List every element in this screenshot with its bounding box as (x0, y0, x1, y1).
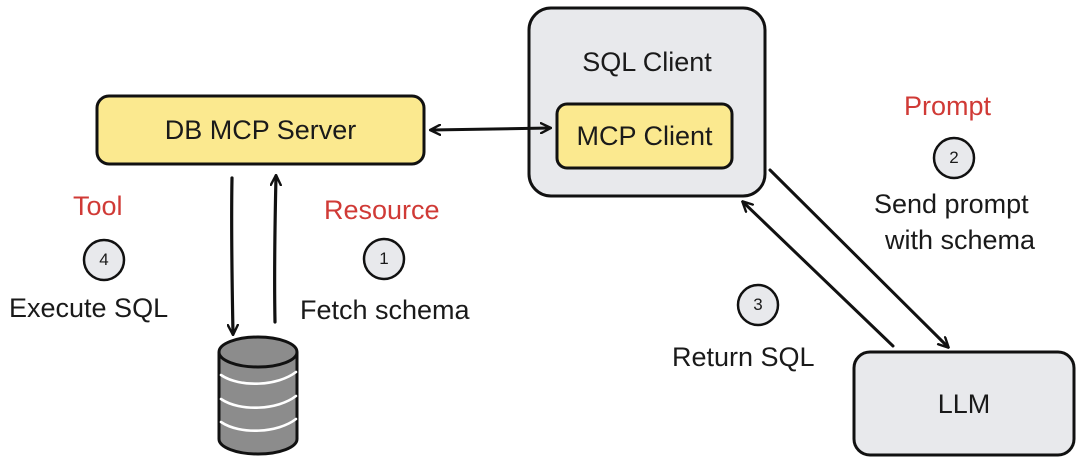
send-prompt-text-line1: Send prompt (874, 189, 1029, 219)
llm-box (852, 350, 1076, 457)
step-2-circle (932, 136, 976, 180)
step-1-number: 1 (379, 249, 389, 268)
step-1-circle (362, 237, 406, 281)
prompt-label: Prompt (904, 91, 992, 121)
fetch-schema-text: Fetch schema (300, 295, 470, 325)
return-sql-arrow (743, 202, 895, 348)
mcp-client-box (555, 102, 734, 170)
execute-sql-arrow (232, 176, 233, 334)
db-mcp-server-label: DB MCP Server (164, 115, 357, 145)
return-sql-text: Return SQL (672, 342, 815, 372)
tool-label: Tool (73, 191, 123, 221)
step-2-number: 2 (949, 148, 959, 167)
resource-label: Resource (324, 195, 440, 225)
llm-label: LLM (937, 389, 991, 419)
mcp-client-label: MCP Client (576, 121, 713, 151)
db-mcp-server-box (95, 94, 426, 166)
database-icon (217, 335, 299, 456)
step-3-number: 3 (753, 295, 763, 314)
send-prompt-arrow (768, 168, 948, 347)
step-4-number: 4 (99, 250, 109, 269)
sql-client-label: SQL Client (582, 47, 712, 77)
step-3-circle (736, 283, 780, 327)
server-client-arrow (431, 128, 550, 130)
send-prompt-text-line2: with schema (885, 225, 1036, 255)
execute-sql-text: Execute SQL (9, 293, 169, 323)
step-4-circle (82, 238, 126, 282)
fetch-schema-arrow (275, 176, 276, 324)
